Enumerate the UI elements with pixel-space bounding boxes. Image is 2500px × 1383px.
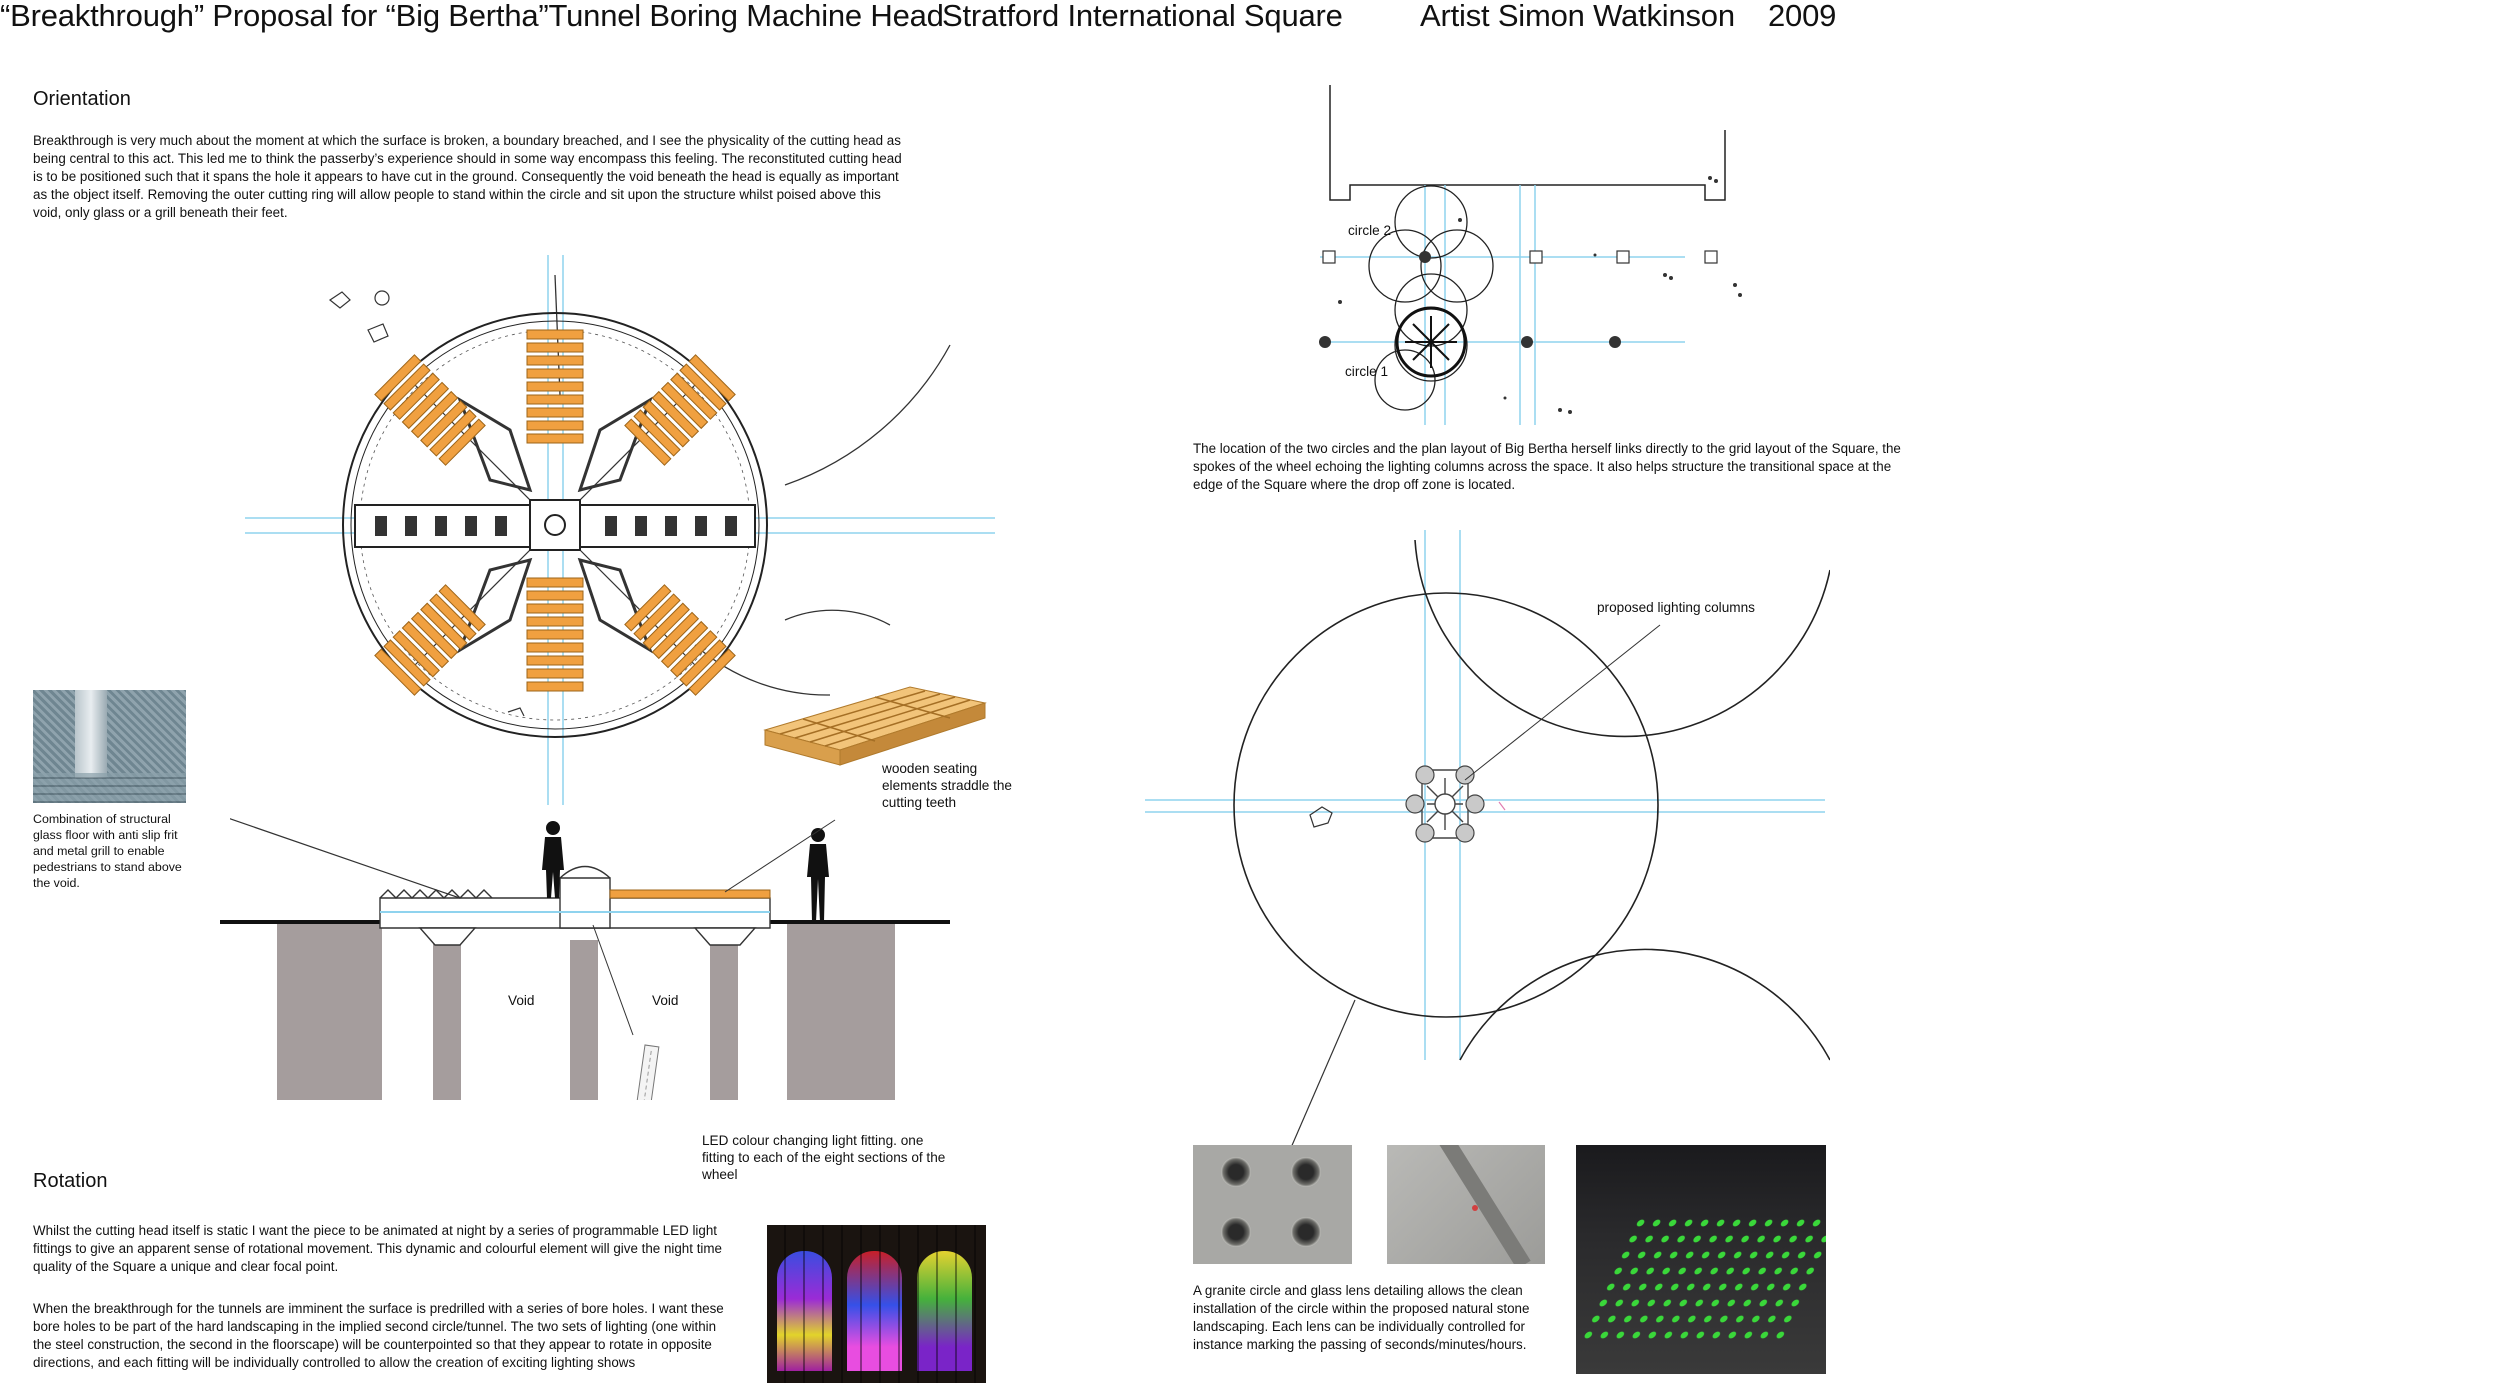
stained-glass-photo bbox=[767, 1225, 986, 1383]
circle-2-label: circle 2 bbox=[1348, 223, 1392, 238]
artist-name: Artist Simon Watkinson bbox=[1420, 0, 1735, 33]
site-plan bbox=[1319, 85, 1742, 425]
rotation-text-2: When the breakthrough for the tunnels ar… bbox=[33, 1301, 724, 1370]
granite-lens-photo bbox=[1193, 1145, 1352, 1264]
glass-floor-label: Combination of structural glass floor wi… bbox=[33, 812, 182, 890]
section-elevation bbox=[220, 819, 950, 1100]
wooden-seat-illustration bbox=[763, 686, 987, 766]
location-text: The location of the two circles and the … bbox=[1193, 441, 1901, 492]
page-title: “Breakthrough” Proposal for “Big Bertha”… bbox=[0, 0, 944, 33]
location-title: Stratford International Square bbox=[942, 0, 1343, 33]
led-fitting-label: LED colour changing light fitting. one f… bbox=[702, 1133, 946, 1182]
void-label-1: Void bbox=[508, 993, 535, 1008]
year-label: 2009 bbox=[1768, 0, 1837, 33]
rotation-heading: Rotation bbox=[33, 1170, 108, 1192]
orientation-text: Breakthrough is very much about the mome… bbox=[33, 133, 902, 220]
glass-floor-photo bbox=[33, 690, 186, 803]
void-label-2: Void bbox=[652, 993, 679, 1008]
orientation-heading: Orientation bbox=[33, 88, 131, 110]
granite-text: A granite circle and glass lens detailin… bbox=[1193, 1283, 1530, 1352]
lighting-plan bbox=[1145, 530, 1830, 1151]
cutting-head-plan bbox=[230, 255, 995, 906]
circle-1-label: circle 1 bbox=[1345, 364, 1389, 379]
granite-channel-photo bbox=[1387, 1145, 1545, 1264]
green-lights-photo bbox=[1576, 1145, 1826, 1374]
wooden-seating-label: wooden seating elements straddle the cut… bbox=[882, 761, 1012, 810]
proposed-lighting-label: proposed lighting columns bbox=[1597, 600, 1755, 615]
rotation-text-1: Whilst the cutting head itself is static… bbox=[33, 1223, 722, 1274]
